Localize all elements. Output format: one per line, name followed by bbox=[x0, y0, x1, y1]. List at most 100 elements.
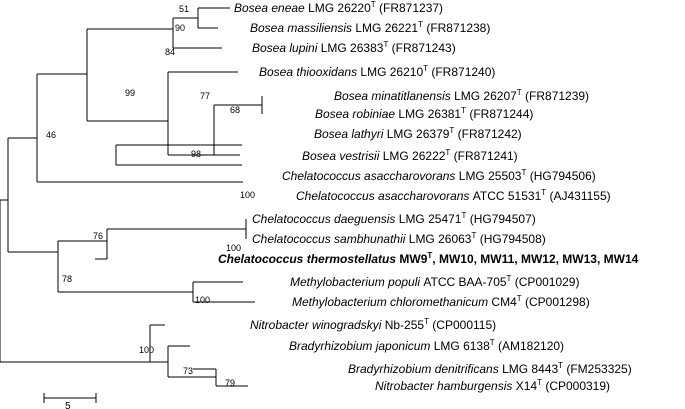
bootstrap-value: 78 bbox=[62, 274, 72, 284]
bootstrap-value: 99 bbox=[125, 88, 135, 98]
taxon-species: Bosea lupini bbox=[252, 41, 321, 55]
taxon-accession: (CP001298) bbox=[522, 295, 590, 309]
taxon-accession: (FR871242) bbox=[454, 127, 521, 141]
taxon-strain: LMG 26210 bbox=[360, 65, 423, 79]
type-strain-mark: T bbox=[517, 88, 522, 97]
taxon-strain: LMG 8443 bbox=[502, 362, 558, 376]
bootstrap-value: 84 bbox=[165, 47, 175, 57]
taxon-species: Bosea massiliensis bbox=[250, 21, 355, 35]
taxon-label-chloromethanicum: Methylobacterium chloromethanicum CM4T (… bbox=[292, 294, 590, 309]
taxon-strain: Nb-255 bbox=[385, 318, 425, 332]
taxon-strain: LMG 26063 bbox=[409, 232, 472, 246]
bootstrap-value: 46 bbox=[46, 130, 56, 140]
taxon-species: Bosea minatitlanensis bbox=[334, 89, 454, 103]
taxon-strain: CM4 bbox=[491, 295, 517, 309]
type-strain-mark: T bbox=[517, 294, 522, 303]
taxon-strain: ATCC BAA-705 bbox=[423, 275, 506, 289]
taxon-label-populi: Methylobacterium populi ATCC BAA-705T (C… bbox=[290, 274, 579, 289]
taxon-accession: (FR871244) bbox=[466, 107, 533, 121]
taxon-label-asacch2: Chelatococcus asaccharovorans ATCC 51531… bbox=[296, 188, 611, 203]
taxon-label-vestrisii: Bosea vestrisii LMG 26222T (FR871241) bbox=[302, 148, 518, 163]
taxon-strain: ATCC 51531 bbox=[473, 189, 542, 203]
taxon-strain: LMG 25471 bbox=[399, 212, 462, 226]
tree-branches bbox=[0, 7, 263, 387]
taxon-strain: X14 bbox=[516, 379, 538, 393]
type-strain-mark: T bbox=[558, 361, 563, 370]
taxon-label-winogradskyi: Nitrobacter winogradskyi Nb-255T (CP0001… bbox=[250, 317, 496, 332]
type-strain-mark: T bbox=[418, 20, 423, 29]
taxon-species: Methylobacterium chloromethanicum bbox=[292, 295, 491, 309]
taxon-accession: (FR871240) bbox=[428, 65, 495, 79]
type-strain-mark: T bbox=[423, 64, 428, 73]
taxon-accession: (FM253325) bbox=[563, 362, 632, 376]
taxon-label-massiliensis: Bosea massiliensis LMG 26221T (FR871238) bbox=[250, 20, 490, 35]
taxon-species: Chelatococcus asaccharovorans bbox=[282, 169, 459, 183]
taxon-species: Bosea vestrisii bbox=[302, 149, 383, 163]
bootstrap-value: 68 bbox=[230, 105, 240, 115]
taxon-label-denitrificans: Bradyrhizobium denitrificans LMG 8443T (… bbox=[348, 361, 632, 376]
type-strain-mark: T bbox=[424, 317, 429, 326]
taxon-label-sambhunathii: Chelatococcus sambhunathii LMG 26063T (H… bbox=[252, 231, 546, 246]
taxon-strain: LMG 26220 bbox=[308, 1, 371, 15]
taxon-label-lupini: Bosea lupini LMG 26383T (FR871243) bbox=[252, 40, 456, 55]
taxon-accession: (CP001029) bbox=[511, 275, 579, 289]
type-strain-mark: T bbox=[541, 188, 546, 197]
taxon-accession: (FR871243) bbox=[388, 41, 455, 55]
bootstrap-value: 51 bbox=[179, 4, 189, 14]
taxon-strain: LMG 26381 bbox=[398, 107, 461, 121]
taxon-label-eneae: Bosea eneae LMG 26220T (FR871237) bbox=[234, 0, 443, 15]
type-strain-mark: T bbox=[461, 211, 466, 220]
taxon-accession: (FR871239) bbox=[522, 89, 589, 103]
type-strain-mark: T bbox=[427, 251, 432, 260]
taxon-strain: LMG 26379 bbox=[387, 127, 450, 141]
taxon-label-japonicum: Bradyrhizobium japonicum LMG 6138T (AM18… bbox=[289, 338, 564, 353]
type-strain-mark: T bbox=[507, 274, 512, 283]
taxon-accession: (AJ431155) bbox=[546, 189, 610, 203]
taxon-species: Nitrobacter winogradskyi bbox=[250, 318, 385, 332]
bootstrap-value: 100 bbox=[226, 243, 241, 253]
type-strain-mark: T bbox=[371, 0, 376, 9]
taxon-accession: (FR871241) bbox=[450, 149, 517, 163]
bootstrap-value: 98 bbox=[191, 149, 201, 159]
taxon-label-thermostellatus: Chelatococcus thermostellatus MW9T, MW10… bbox=[218, 251, 639, 266]
taxon-accession: , MW10, MW11, MW12, MW13, MW14 bbox=[432, 252, 638, 266]
taxon-strain: LMG 6138 bbox=[434, 339, 490, 353]
taxon-label-minatitlanensis: Bosea minatitlanensis LMG 26207T (FR8712… bbox=[334, 88, 589, 103]
taxon-accession: (HG794508) bbox=[476, 232, 545, 246]
taxon-species: Chelatococcus daeguensis bbox=[252, 212, 399, 226]
bootstrap-value: 100 bbox=[139, 345, 154, 355]
taxon-strain: MW9 bbox=[399, 252, 427, 266]
bootstrap-value: 90 bbox=[175, 23, 185, 33]
taxon-accession: (CP000319) bbox=[542, 379, 610, 393]
taxon-accession: (CP000115) bbox=[429, 318, 496, 332]
type-strain-mark: T bbox=[449, 126, 454, 135]
bootstrap-value: 79 bbox=[225, 378, 235, 388]
type-strain-mark: T bbox=[445, 148, 450, 157]
taxon-species: Bradyrhizobium japonicum bbox=[289, 339, 434, 353]
taxon-accession: (HG794507) bbox=[466, 212, 535, 226]
type-strain-mark: T bbox=[383, 40, 388, 49]
bootstrap-value: 100 bbox=[195, 295, 210, 305]
taxon-accession: (HG794506) bbox=[526, 169, 595, 183]
taxon-label-daeguensis: Chelatococcus daeguensis LMG 25471T (HG7… bbox=[252, 211, 536, 226]
bootstrap-values: 51 90 84 77 68 99 98 46 100 100 76 78 100 100 73 79 bbox=[46, 4, 255, 388]
taxon-strain: LMG 25503 bbox=[459, 169, 522, 183]
type-strain-mark: T bbox=[471, 231, 476, 240]
taxon-label-robiniae: Bosea robiniae LMG 26381T (FR871244) bbox=[315, 106, 533, 121]
taxon-strain: LMG 26222 bbox=[383, 149, 446, 163]
taxon-strain: LMG 26221 bbox=[355, 21, 418, 35]
bootstrap-value: 76 bbox=[93, 231, 103, 241]
type-strain-mark: T bbox=[490, 338, 495, 347]
taxon-accession: (FR871238) bbox=[423, 21, 490, 35]
bootstrap-value: 73 bbox=[183, 366, 193, 376]
taxon-species: Bosea eneae bbox=[234, 1, 308, 15]
scale-bar: 5 bbox=[43, 393, 97, 409]
taxon-label-thiooxidans: Bosea thiooxidans LMG 26210T (FR871240) bbox=[259, 64, 495, 79]
taxon-strain: LMG 26383 bbox=[321, 41, 384, 55]
taxon-species: Chelatococcus sambhunathii bbox=[252, 232, 409, 246]
taxon-species: Bosea thiooxidans bbox=[259, 65, 360, 79]
bootstrap-value: 77 bbox=[200, 91, 210, 101]
bootstrap-value: 100 bbox=[240, 190, 255, 200]
taxon-species: Bosea robiniae bbox=[315, 107, 398, 121]
